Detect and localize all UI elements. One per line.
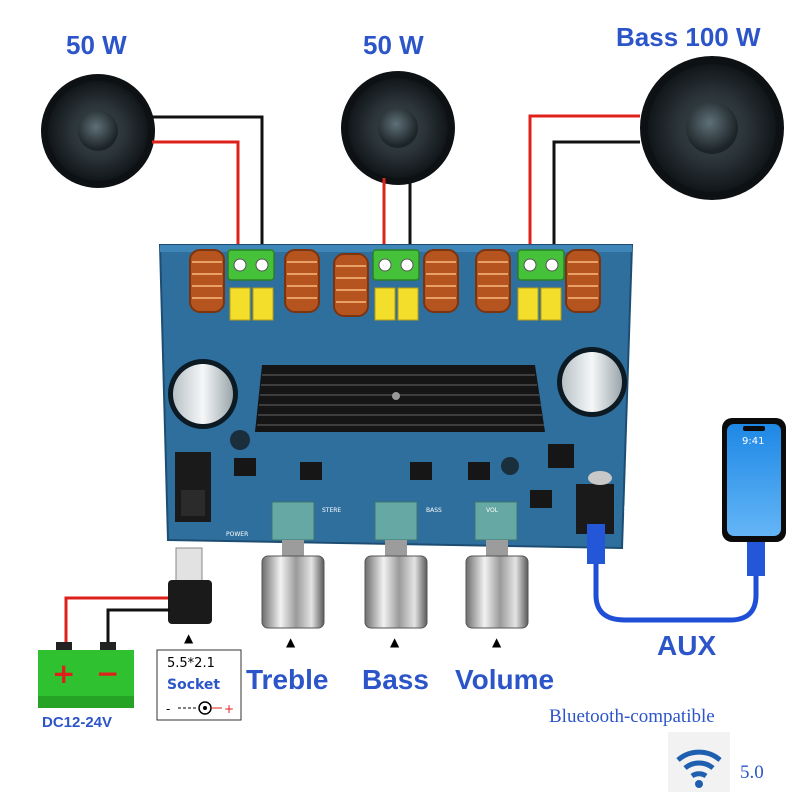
- pcb-board: POWER STERE BASS VOL INPUT: [158, 244, 634, 550]
- silk-bass: BASS: [426, 507, 442, 514]
- silk-stere: STERE: [322, 507, 341, 514]
- socket-minus: -: [166, 702, 170, 716]
- socket-arrow: ▲: [184, 631, 194, 645]
- socket-size: 5.5*2.1: [167, 656, 215, 671]
- center-speaker: [341, 71, 455, 185]
- bass-speaker: [640, 56, 784, 200]
- heatsink: [255, 365, 545, 432]
- power-wires: [64, 596, 170, 650]
- bass-arrow: ▲: [390, 635, 400, 649]
- bass-label: Bass: [362, 664, 429, 695]
- aux-cable: [587, 524, 765, 623]
- bass-knob[interactable]: [364, 540, 428, 629]
- voltage-label: DC12-24V: [42, 714, 113, 731]
- wireless-icon: [668, 732, 730, 792]
- battery-plus: +: [52, 657, 75, 690]
- phone-icon: [722, 418, 786, 542]
- center-speaker-label: 50 W: [363, 30, 424, 60]
- treble-knob[interactable]: [261, 540, 325, 629]
- aux-label: AUX: [657, 630, 717, 661]
- volume-arrow: ▲: [492, 635, 502, 649]
- socket-plus: +: [224, 702, 234, 716]
- left-speaker-label: 50 W: [66, 30, 127, 60]
- socket-label: Socket: [167, 677, 220, 693]
- treble-label: Treble: [246, 664, 329, 695]
- volume-label: Volume: [455, 664, 555, 695]
- bluetooth-label: Bluetooth-compatible: [549, 706, 715, 727]
- bass-speaker-label: Bass 100 W: [616, 22, 761, 52]
- dc-plug: [168, 547, 212, 624]
- treble-arrow: ▲: [286, 635, 296, 649]
- silk-input: INPUT: [622, 506, 629, 524]
- bluetooth-version: 5.0: [740, 762, 764, 783]
- battery-icon: [38, 642, 134, 708]
- speaker-wires: [150, 114, 640, 262]
- socket-box: [156, 649, 242, 721]
- silk-vol: VOL: [486, 507, 499, 514]
- battery-minus: −: [96, 657, 119, 690]
- silk-power: POWER: [226, 531, 248, 538]
- volume-knob[interactable]: [465, 540, 529, 629]
- left-speaker: [41, 74, 155, 188]
- phone-time: 9:41: [742, 436, 764, 447]
